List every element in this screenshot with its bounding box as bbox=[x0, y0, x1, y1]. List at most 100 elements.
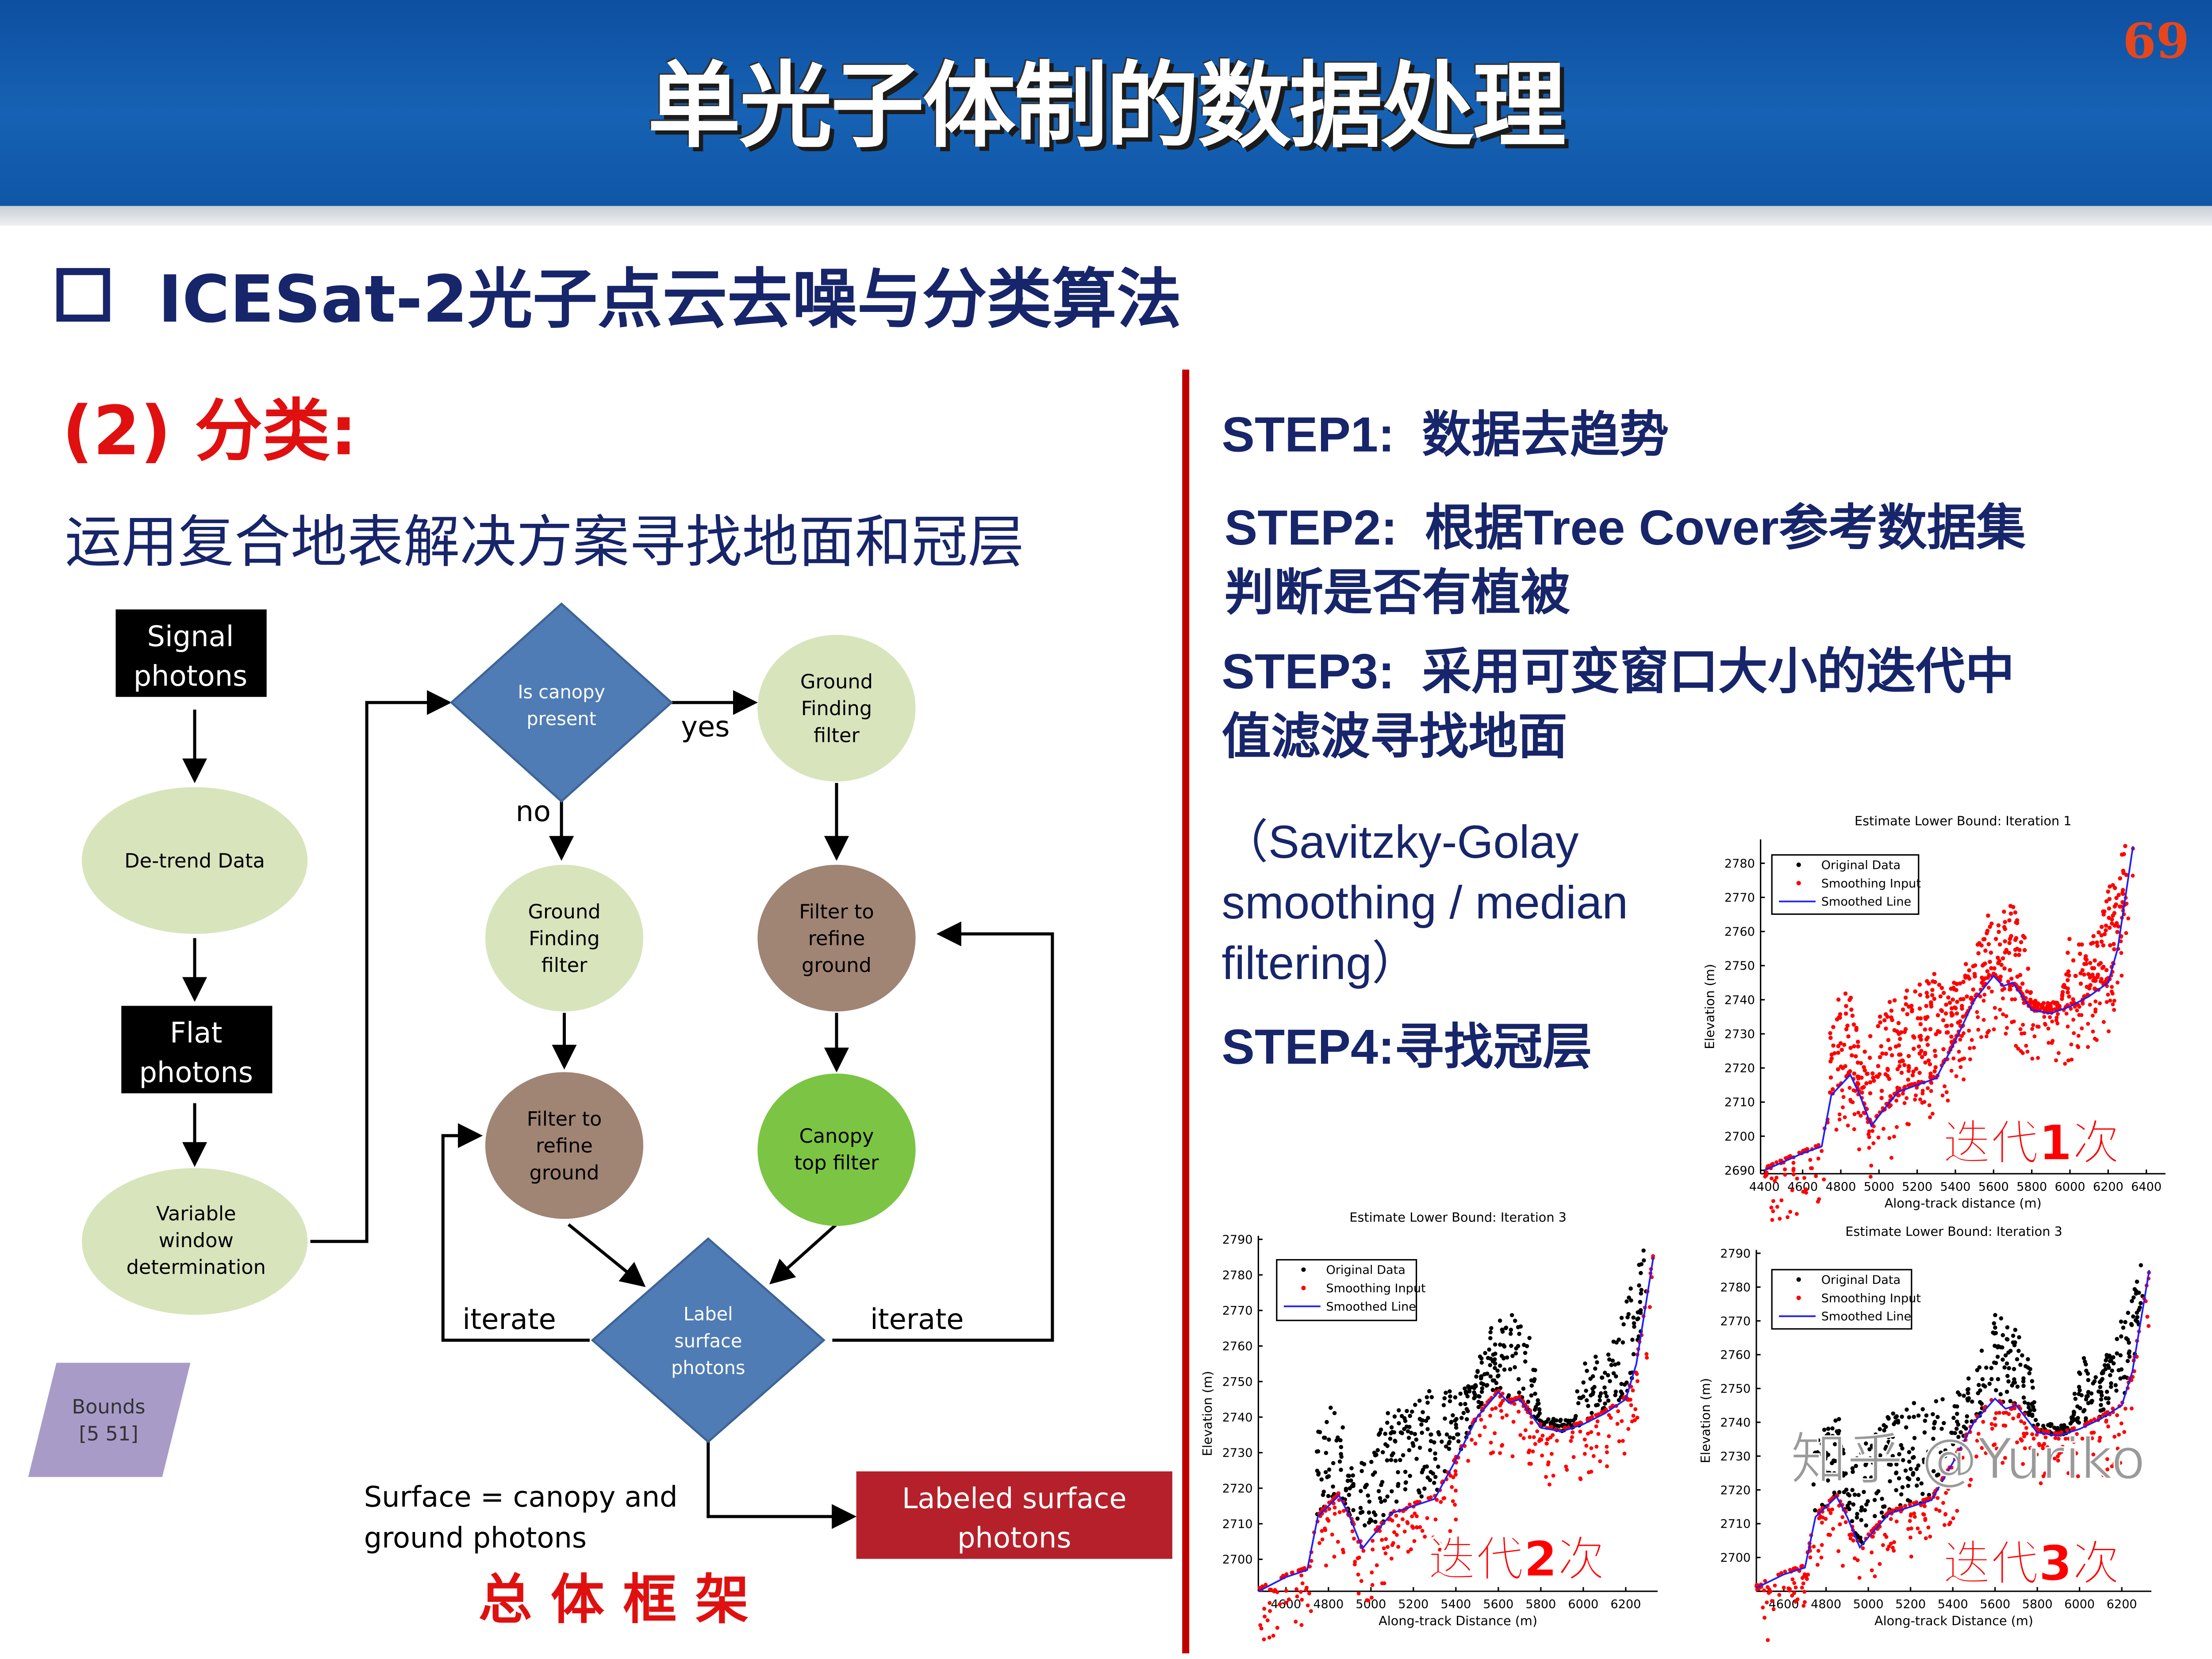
canopy-point bbox=[1888, 1442, 1893, 1447]
canopy-point bbox=[1955, 1412, 1959, 1416]
canopy-point bbox=[2108, 943, 2112, 948]
canopy-point bbox=[1831, 1025, 1836, 1029]
smoothing-input-point bbox=[1595, 1419, 1600, 1424]
smoothing-input-point bbox=[1962, 1077, 1966, 1082]
canopy-point bbox=[1923, 1052, 1927, 1056]
smoothing-input-point bbox=[1337, 1510, 1342, 1514]
smoothing-input-point bbox=[2013, 997, 2017, 1002]
canopy-point bbox=[1900, 1446, 1905, 1451]
canopy-point bbox=[1425, 1400, 1430, 1405]
canopy-point bbox=[1922, 1460, 1927, 1464]
y-axis-label: Elevation (m) bbox=[1200, 1371, 1215, 1456]
canopy-point bbox=[1906, 1483, 1910, 1488]
canopy-point bbox=[1420, 1430, 1424, 1435]
canopy-point bbox=[1536, 1401, 1541, 1406]
smoothing-input-point bbox=[1770, 1176, 1774, 1181]
arrow bbox=[310, 690, 452, 1243]
smoothing-input-point bbox=[1426, 1496, 1431, 1500]
smoothing-input-point bbox=[1294, 1620, 1298, 1624]
canopy-point bbox=[1433, 1451, 1437, 1456]
canopy-point bbox=[2120, 900, 2125, 904]
canopy-point bbox=[1516, 1325, 1521, 1329]
canopy-point bbox=[2026, 1365, 2030, 1370]
smoothing-input-point bbox=[1816, 1199, 1820, 1204]
canopy-point bbox=[1843, 1064, 1847, 1068]
canopy-point bbox=[1325, 1420, 1329, 1425]
smoothing-input-point bbox=[1523, 1428, 1528, 1432]
canopy-point bbox=[1833, 1418, 1838, 1423]
smoothing-input-point bbox=[1505, 1413, 1509, 1417]
arrow bbox=[707, 1441, 857, 1529]
smoothing-input-point bbox=[1812, 1544, 1816, 1549]
canopy-point bbox=[1897, 1476, 1901, 1481]
canopy-point bbox=[2030, 1413, 2035, 1418]
canopy-point bbox=[1961, 979, 1966, 984]
smoothing-input-point bbox=[1470, 1438, 1474, 1442]
smoothing-input-point bbox=[2119, 951, 2124, 955]
canopy-point bbox=[2114, 896, 2119, 900]
canopy-point bbox=[2011, 1333, 2016, 1338]
node-label: present bbox=[526, 708, 596, 730]
canopy-point bbox=[2121, 891, 2125, 896]
canopy-point bbox=[1827, 1471, 1832, 1475]
arrow bbox=[769, 1220, 841, 1285]
canopy-point bbox=[1843, 1011, 1848, 1016]
x-axis-label: Along-track Distance (m) bbox=[1379, 1613, 1537, 1628]
x-tick-label: 5600 bbox=[1483, 1598, 1513, 1611]
smoothing-input-point bbox=[1920, 1091, 1925, 1096]
canopy-point bbox=[1911, 1069, 1916, 1074]
smoothing-input-point bbox=[2129, 1406, 2134, 1411]
smoothing-input-point bbox=[1594, 1413, 1598, 1417]
canopy-point bbox=[1868, 1034, 1873, 1038]
canopy-point bbox=[1967, 968, 1971, 973]
smoothing-input-point bbox=[1433, 1517, 1438, 1522]
smoothing-input-point bbox=[2022, 1001, 2026, 1005]
canopy-point bbox=[1927, 981, 1931, 986]
canopy-point bbox=[1850, 1053, 1854, 1058]
smoothing-input-point bbox=[1787, 1588, 1792, 1593]
smoothing-input-point bbox=[2002, 987, 2007, 991]
canopy-point bbox=[1389, 1425, 1394, 1430]
canopy-point bbox=[1617, 1398, 1621, 1402]
canopy-point bbox=[1475, 1370, 1480, 1374]
canopy-point bbox=[1872, 1498, 1877, 1502]
smoothing-input-point bbox=[1782, 1586, 1786, 1590]
canopy-point bbox=[1517, 1332, 1521, 1336]
smoothing-input-point bbox=[1762, 1588, 1766, 1593]
canopy-point bbox=[2002, 909, 2006, 914]
surface-note: ground photons bbox=[364, 1522, 587, 1555]
canopy-point bbox=[1886, 1068, 1890, 1072]
smoothing-input-point bbox=[2056, 1051, 2061, 1055]
canopy-point bbox=[2026, 1405, 2031, 1410]
smoothing-input-point bbox=[1598, 1459, 1602, 1463]
canopy-point bbox=[1444, 1390, 1448, 1395]
canopy-point bbox=[2006, 1379, 2011, 1384]
canopy-point bbox=[2011, 1380, 2016, 1385]
canopy-point bbox=[1870, 1071, 1875, 1076]
node-label: Bounds bbox=[72, 1395, 146, 1418]
y-tick-label: 2750 bbox=[1222, 1375, 1253, 1389]
canopy-point bbox=[1985, 969, 1990, 974]
canopy-point bbox=[2121, 868, 2126, 873]
smoothing-input-point bbox=[2066, 1024, 2070, 1029]
smoothing-input-point bbox=[1982, 1018, 1986, 1022]
canopy-point bbox=[2120, 887, 2125, 892]
node-label: De-trend Data bbox=[124, 849, 265, 872]
smoothing-input-point bbox=[1438, 1548, 1442, 1552]
canopy-point bbox=[1938, 994, 1943, 999]
smoothing-input-point bbox=[1529, 1421, 1534, 1425]
canopy-point bbox=[2016, 1348, 2021, 1353]
smoothing-input-point bbox=[1928, 1075, 1932, 1080]
canopy-point bbox=[1963, 962, 1968, 966]
canopy-point bbox=[1501, 1343, 1506, 1348]
canopy-point bbox=[1949, 1006, 1954, 1011]
smoothing-input-point bbox=[1498, 1451, 1502, 1455]
canopy-point bbox=[1848, 1069, 1852, 1074]
canopy-point bbox=[2036, 1002, 2041, 1007]
canopy-point bbox=[2127, 1354, 2132, 1359]
legend-label: Original Data bbox=[1821, 858, 1901, 872]
canopy-point bbox=[1931, 1412, 1935, 1417]
smoothing-input-point bbox=[2055, 1021, 2060, 1025]
smoothing-input-point bbox=[1943, 1512, 1948, 1516]
